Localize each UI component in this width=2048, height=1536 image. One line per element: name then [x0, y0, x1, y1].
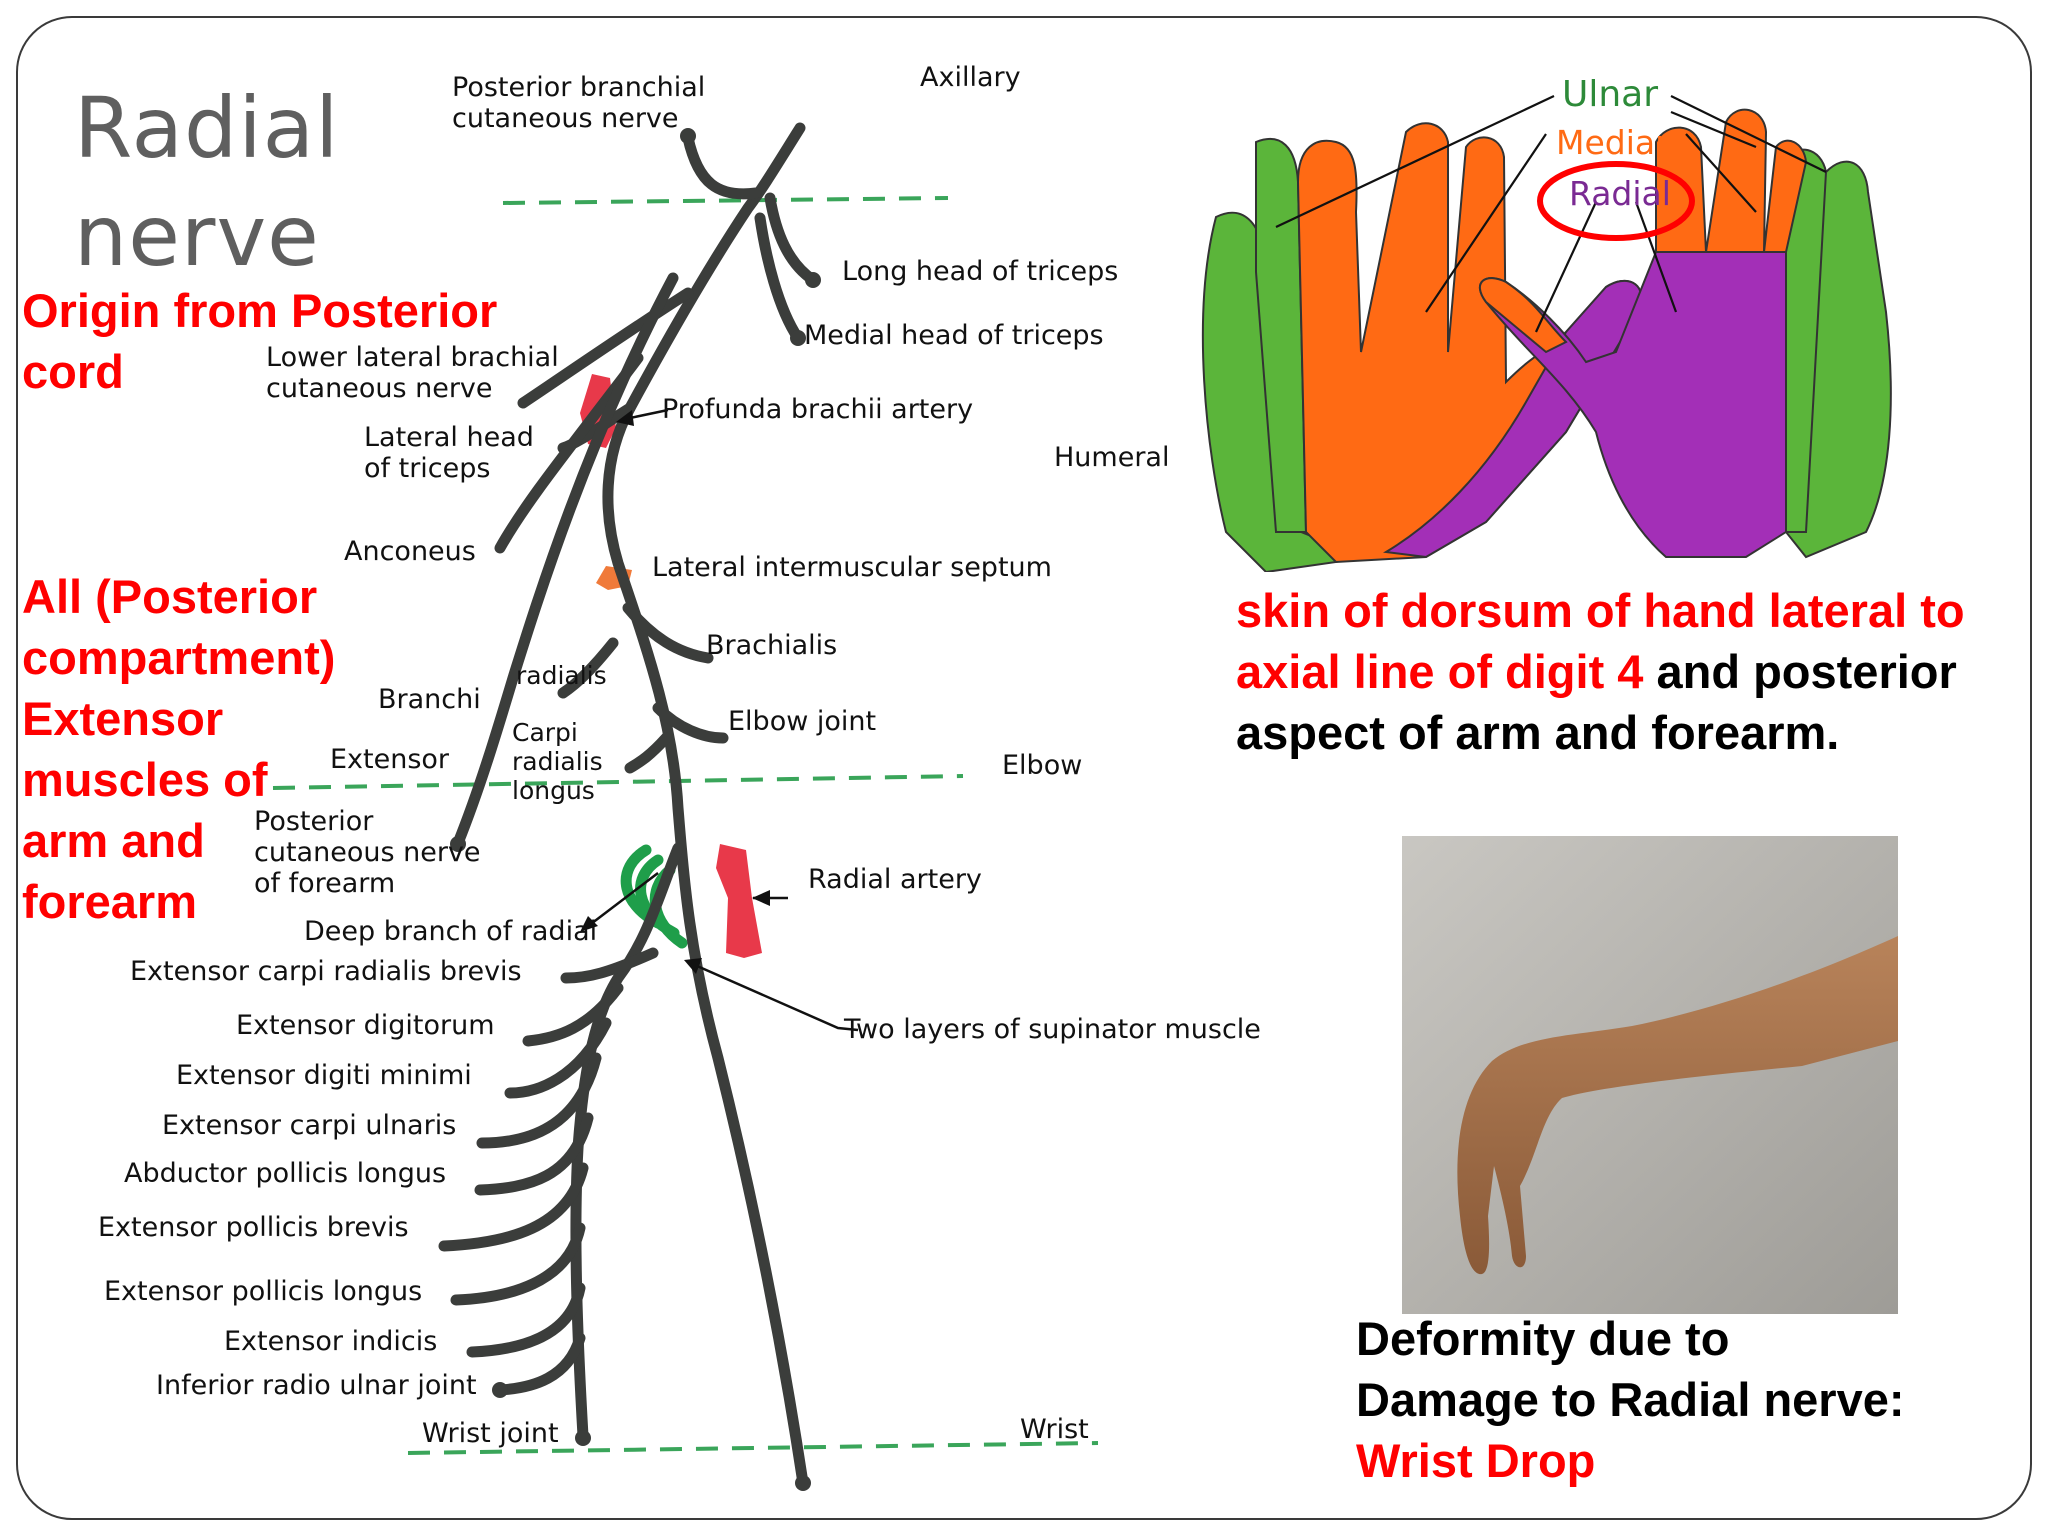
origin-line-1: Origin from Posterior [22, 284, 498, 337]
hand-sensory-map: Ulnar Median Radial [1201, 74, 1892, 572]
epl-branch [450, 1222, 586, 1306]
label-axillary: Axillary [920, 62, 1021, 93]
profunda-arrowhead [616, 410, 634, 426]
level-guides [272, 196, 1099, 1455]
radial-nerve-trunk [602, 122, 809, 1489]
apl-branch [474, 1112, 594, 1196]
sensory-line-2-black: and posterior [1643, 645, 1957, 698]
label-humeral: Humeral [1054, 442, 1170, 473]
slide: Radial nerve Origin from Posterior cord … [16, 16, 2032, 1520]
supinator-arrowhead [684, 958, 702, 974]
label-radialis: radialis [516, 661, 607, 690]
ecrb-branch [560, 947, 659, 984]
radial-artery-shape [716, 844, 762, 958]
label-medial-head: Medial head of triceps [804, 320, 1104, 351]
label-irj: Inferior radio ulnar joint [156, 1370, 477, 1401]
epb-branch [438, 1162, 589, 1252]
post-cut-forearm-branch [452, 272, 679, 849]
label-edm: Extensor digiti minimi [176, 1060, 472, 1091]
deep-branch-arrowhead [580, 916, 598, 932]
ed-branch [522, 982, 624, 1047]
nerve-end-dots [450, 128, 821, 1491]
sensory-line-1: skin of dorsum of hand lateral to [1236, 584, 1965, 637]
title-line-1: Radial [74, 79, 340, 177]
label-long-head: Long head of triceps [842, 256, 1119, 287]
supply-line-2: compartment) [22, 631, 336, 684]
label-elbow-joint: Elbow joint [728, 706, 877, 737]
deformity-line-3: Wrist Drop [1356, 1434, 1596, 1487]
nerve-paths [438, 122, 819, 1489]
supply-line-6: forearm [22, 875, 198, 928]
origin-line-2: cord [22, 345, 124, 398]
ulnar-label: Ulnar [1562, 74, 1658, 115]
label-ecu: Extensor carpi ulnaris [162, 1110, 457, 1141]
wrist-drop-photo [1402, 836, 1898, 1314]
ecu-branch [476, 1052, 602, 1149]
brachialis-branch [622, 602, 714, 664]
label-wrist-joint: Wrist joint [422, 1418, 559, 1449]
label-deep-branch: Deep branch of radial [304, 916, 598, 947]
deformity-caption: Deformity due to Damage to Radial nerve:… [1356, 1308, 1905, 1491]
label-ecrb: Extensor carpi radialis brevis [130, 956, 522, 987]
label-apl: Abductor pollicis longus [124, 1158, 447, 1189]
elbow-level-line [272, 774, 964, 790]
deformity-line-1: Deformity due to [1356, 1312, 1730, 1365]
irj-branch [494, 1332, 586, 1396]
sensory-description: skin of dorsum of hand lateral to axial … [1236, 580, 1965, 763]
radial-label: Radial [1569, 174, 1671, 213]
left-hand [1201, 122, 1643, 572]
label-profunda: Profunda brachii artery [662, 394, 974, 425]
supply-note: All (Posterior compartment) Extensor mus… [22, 566, 335, 932]
lower-lateral-branch [517, 287, 694, 409]
ecrl-branch [624, 732, 672, 774]
hand-leader-lines [1275, 95, 1827, 333]
ei-branch [466, 1282, 586, 1358]
elbow-joint-branch [652, 702, 729, 744]
label-ei: Extensor indicis [224, 1326, 438, 1357]
title-line-2: nerve [74, 187, 320, 285]
radial-highlight-circle [1537, 161, 1695, 241]
sensory-line-3: aspect of arm and forearm. [1236, 706, 1840, 759]
origin-note: Origin from Posterior cord [22, 280, 497, 402]
median-label: Median [1556, 123, 1676, 162]
deformity-line-2: Damage to Radial nerve: [1356, 1373, 1905, 1426]
ecrl-branch-upper [557, 637, 619, 699]
label-extensor: Extensor [330, 744, 450, 775]
supply-line-1: All (Posterior [22, 570, 318, 623]
label-epl: Extensor pollicis longus [104, 1276, 423, 1307]
forearm-hand [1457, 936, 1898, 1275]
label-brachialis: Brachialis [706, 630, 838, 661]
right-hand [1479, 108, 1892, 559]
edm-branch [504, 1017, 612, 1099]
label-branchi: Branchi [378, 684, 481, 715]
wrist-level-line [407, 1441, 1099, 1455]
supply-line-5: arm and [22, 814, 205, 867]
long-head-branch [764, 192, 819, 286]
label-anconeus: Anconeus [344, 536, 476, 567]
label-epb: Extensor pollicis brevis [98, 1212, 409, 1243]
axillary-level-line [502, 196, 949, 205]
medial-head-branch [754, 212, 804, 344]
label-elbow: Elbow [1002, 750, 1083, 781]
label-radial-artery: Radial artery [808, 864, 982, 895]
label-wrist: Wrist [1020, 1414, 1089, 1445]
radial-artery-arrowhead [752, 890, 770, 906]
label-ed: Extensor digitorum [236, 1010, 495, 1041]
label-septum: Lateral intermuscular septum [652, 552, 1052, 583]
slide-title: Radial nerve [74, 74, 339, 290]
sensory-line-2-red: axial line of digit 4 [1236, 645, 1644, 698]
supply-line-4: muscles of [22, 753, 268, 806]
post-brachial-branch [682, 132, 762, 200]
radial-nerve-diagram [272, 122, 1099, 1491]
supply-line-3: Extensor [22, 692, 224, 745]
label-supinator: Two layers of supinator muscle [844, 1014, 1261, 1045]
